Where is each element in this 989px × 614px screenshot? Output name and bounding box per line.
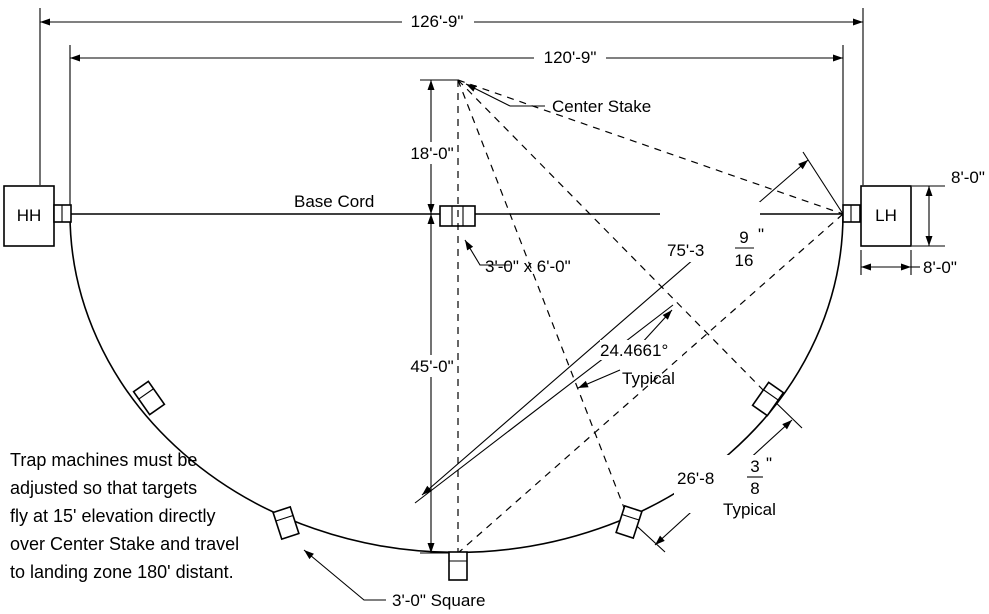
overall-dimension-label: 126'-9": [411, 12, 464, 31]
inner-dimension-label: 120'-9": [544, 48, 597, 67]
center-stake-leader: [465, 83, 511, 107]
angle-arrow-lower: [577, 369, 621, 389]
radius-numerator: 9: [739, 228, 748, 247]
station-box-1: [132, 380, 166, 416]
angle-typical-label: Typical: [622, 369, 675, 388]
lh-house: [860, 185, 912, 247]
center-stake-label: Center Stake: [552, 97, 651, 116]
note-line-1: Trap machines must be: [10, 450, 197, 470]
angle-arrow-upper: [639, 309, 673, 346]
chord-whole-label: 26'-8: [677, 469, 714, 488]
station-box-5: [751, 381, 785, 417]
cord-to-bottom-label: 45'-0": [410, 357, 453, 376]
stake-to-cord-label: 18'-0": [410, 144, 453, 163]
radius-ext-bottom: [414, 304, 674, 504]
lh-label: LH: [875, 206, 897, 225]
angle-label: 24.4661°: [600, 341, 668, 360]
note-text: Trap machines must be adjusted so that t…: [10, 450, 239, 582]
chord-numerator: 3: [750, 457, 759, 476]
note-line-3: fly at 15' elevation directly: [10, 506, 216, 526]
radius-inch-mark: ": [758, 225, 764, 244]
radius-whole-label: 75'-3: [667, 241, 704, 260]
radius-ext-top: [802, 151, 844, 215]
lh-height-label: 8'-0": [951, 168, 985, 187]
note-line-2: adjusted so that targets: [10, 478, 197, 498]
square-label: 3'-0" Square: [392, 591, 485, 610]
chord-denominator: 8: [750, 479, 759, 498]
station-box-4: [615, 504, 643, 540]
chord-typical-label: Typical: [723, 500, 776, 519]
station-box-3: [448, 551, 468, 581]
hh-house: [3, 185, 55, 247]
radial-1: [457, 79, 629, 519]
radius-denominator: 16: [735, 251, 754, 270]
base-cord-label: Base Cord: [294, 192, 374, 211]
lh-width-label: 8'-0": [923, 258, 957, 277]
station-box-2: [272, 505, 300, 541]
square-leader: [303, 549, 386, 601]
hh-label: HH: [17, 206, 42, 225]
note-line-5: to landing zone 180' distant.: [10, 562, 234, 582]
center-box-label: 3'-0" x 6'-0": [485, 257, 571, 276]
chord-inch-mark: ": [766, 454, 772, 473]
note-line-4: over Center Stake and travel: [10, 534, 239, 554]
